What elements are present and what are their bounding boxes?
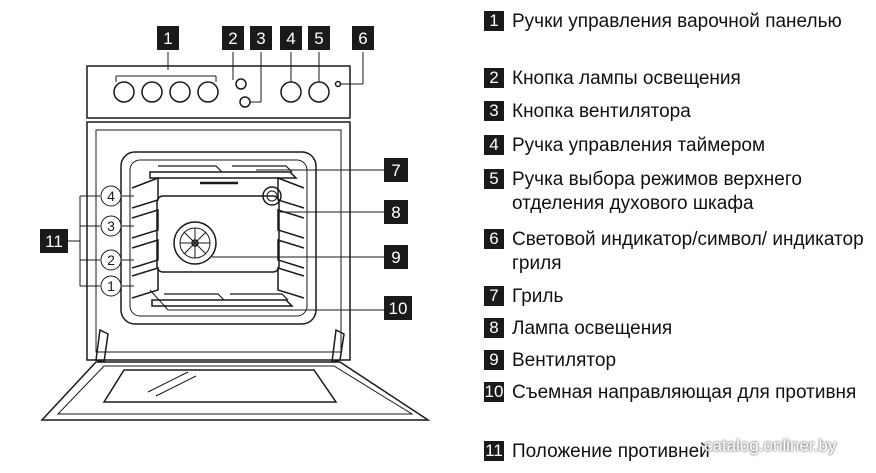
control-panel bbox=[86, 65, 351, 119]
callout-6: 6 bbox=[358, 29, 367, 48]
shelf-position-2: 2 bbox=[107, 252, 115, 268]
callout-5: 5 bbox=[314, 29, 323, 48]
legend-number: 4 bbox=[484, 135, 504, 155]
legend-item-2: 2 Кнопка лампы освещения bbox=[484, 67, 867, 91]
hob-knob-2 bbox=[141, 81, 163, 103]
legend-text: Световой индикатор/символ/ индикатор гри… bbox=[512, 229, 864, 274]
door-window bbox=[102, 369, 338, 403]
callout-8: 8 bbox=[391, 203, 400, 222]
hob-knob-4 bbox=[197, 81, 219, 103]
callout-2: 2 bbox=[228, 29, 237, 48]
legend-text: Ручка управления таймером bbox=[512, 135, 766, 156]
legend-number: 2 bbox=[484, 68, 504, 88]
lamp bbox=[262, 186, 282, 206]
legend-text: Ручки управления варочной панелью bbox=[512, 11, 842, 32]
hob-knob-1 bbox=[113, 81, 135, 103]
legend-text: Кнопка вентилятора bbox=[512, 101, 691, 122]
shelf-position-4: 4 bbox=[107, 188, 115, 204]
shelf-support-left bbox=[131, 176, 159, 299]
watermark: catalog.onliner.by bbox=[704, 436, 837, 455]
oven-body bbox=[86, 121, 351, 361]
callout-11: 11 bbox=[45, 232, 63, 251]
callout-3: 3 bbox=[256, 29, 265, 48]
legend-item-7: 7 Гриль bbox=[484, 285, 867, 309]
oven-cavity bbox=[120, 151, 317, 325]
lamp-button bbox=[235, 78, 247, 90]
legend-number: 8 bbox=[484, 318, 504, 338]
legend-number: 3 bbox=[484, 101, 504, 121]
legend-text: Положение противней bbox=[512, 441, 710, 462]
callout-1: 1 bbox=[163, 29, 172, 48]
shelf-position-1: 1 bbox=[107, 278, 115, 294]
legend-text: Ручка выбора режимов верхнего отделения … bbox=[512, 169, 802, 214]
legend-item-10: 10 Съемная направляющая для противня bbox=[484, 381, 867, 405]
indicator-light bbox=[334, 80, 342, 88]
shelf-positions: 4 3 2 1 bbox=[100, 185, 122, 297]
timer-knob bbox=[280, 81, 302, 103]
legend-number: 1 bbox=[484, 11, 504, 31]
legend-item-9: 9 Вентилятор bbox=[484, 349, 867, 373]
grill-element bbox=[149, 171, 298, 179]
legend-item-3: 3 Кнопка вентилятора bbox=[484, 100, 867, 124]
fan bbox=[173, 221, 217, 265]
legend-item-8: 8 Лампа освещения bbox=[484, 317, 867, 341]
shelf-position-3: 3 bbox=[107, 218, 115, 234]
hob-knob-3 bbox=[169, 81, 191, 103]
legend-text: Гриль bbox=[512, 286, 564, 307]
legend-text: Съемная направляющая для противня bbox=[512, 382, 857, 403]
legend-item-6: 6 Световой индикатор/символ/ индикатор г… bbox=[484, 228, 867, 276]
legend-item-11: 11 Положение противней bbox=[484, 440, 867, 464]
mode-knob bbox=[308, 81, 330, 103]
legend-text: Кнопка лампы освещения bbox=[512, 68, 741, 89]
legend-number: 9 bbox=[484, 350, 504, 370]
callout-10: 10 bbox=[389, 299, 408, 318]
back-panel bbox=[156, 195, 280, 273]
legend-item-1: 1 Ручки управления варочной панелью bbox=[484, 10, 867, 34]
fan-button bbox=[239, 96, 251, 108]
legend-number: 7 bbox=[484, 286, 504, 306]
callout-7: 7 bbox=[391, 161, 400, 180]
legend-number: 6 bbox=[484, 229, 504, 249]
legend-number: 10 bbox=[484, 382, 504, 402]
callout-4: 4 bbox=[286, 29, 295, 48]
oven-diagram: 4 3 2 1 1 2 3 4 5 6 7 8 9 10 11 bbox=[40, 26, 431, 421]
legend-text: Лампа освещения bbox=[512, 318, 673, 339]
legend-number: 5 bbox=[484, 169, 504, 189]
callout-9: 9 bbox=[391, 248, 400, 267]
legend-item-4: 4 Ручка управления таймером bbox=[484, 134, 867, 158]
legend-item-5: 5 Ручка выбора режимов верхнего отделени… bbox=[484, 168, 867, 216]
legend-text: Вентилятор bbox=[512, 350, 617, 371]
shelf-support-right bbox=[277, 176, 305, 299]
legend-number: 11 bbox=[484, 441, 504, 461]
bottom-element bbox=[151, 299, 294, 307]
oven-door bbox=[40, 361, 431, 421]
